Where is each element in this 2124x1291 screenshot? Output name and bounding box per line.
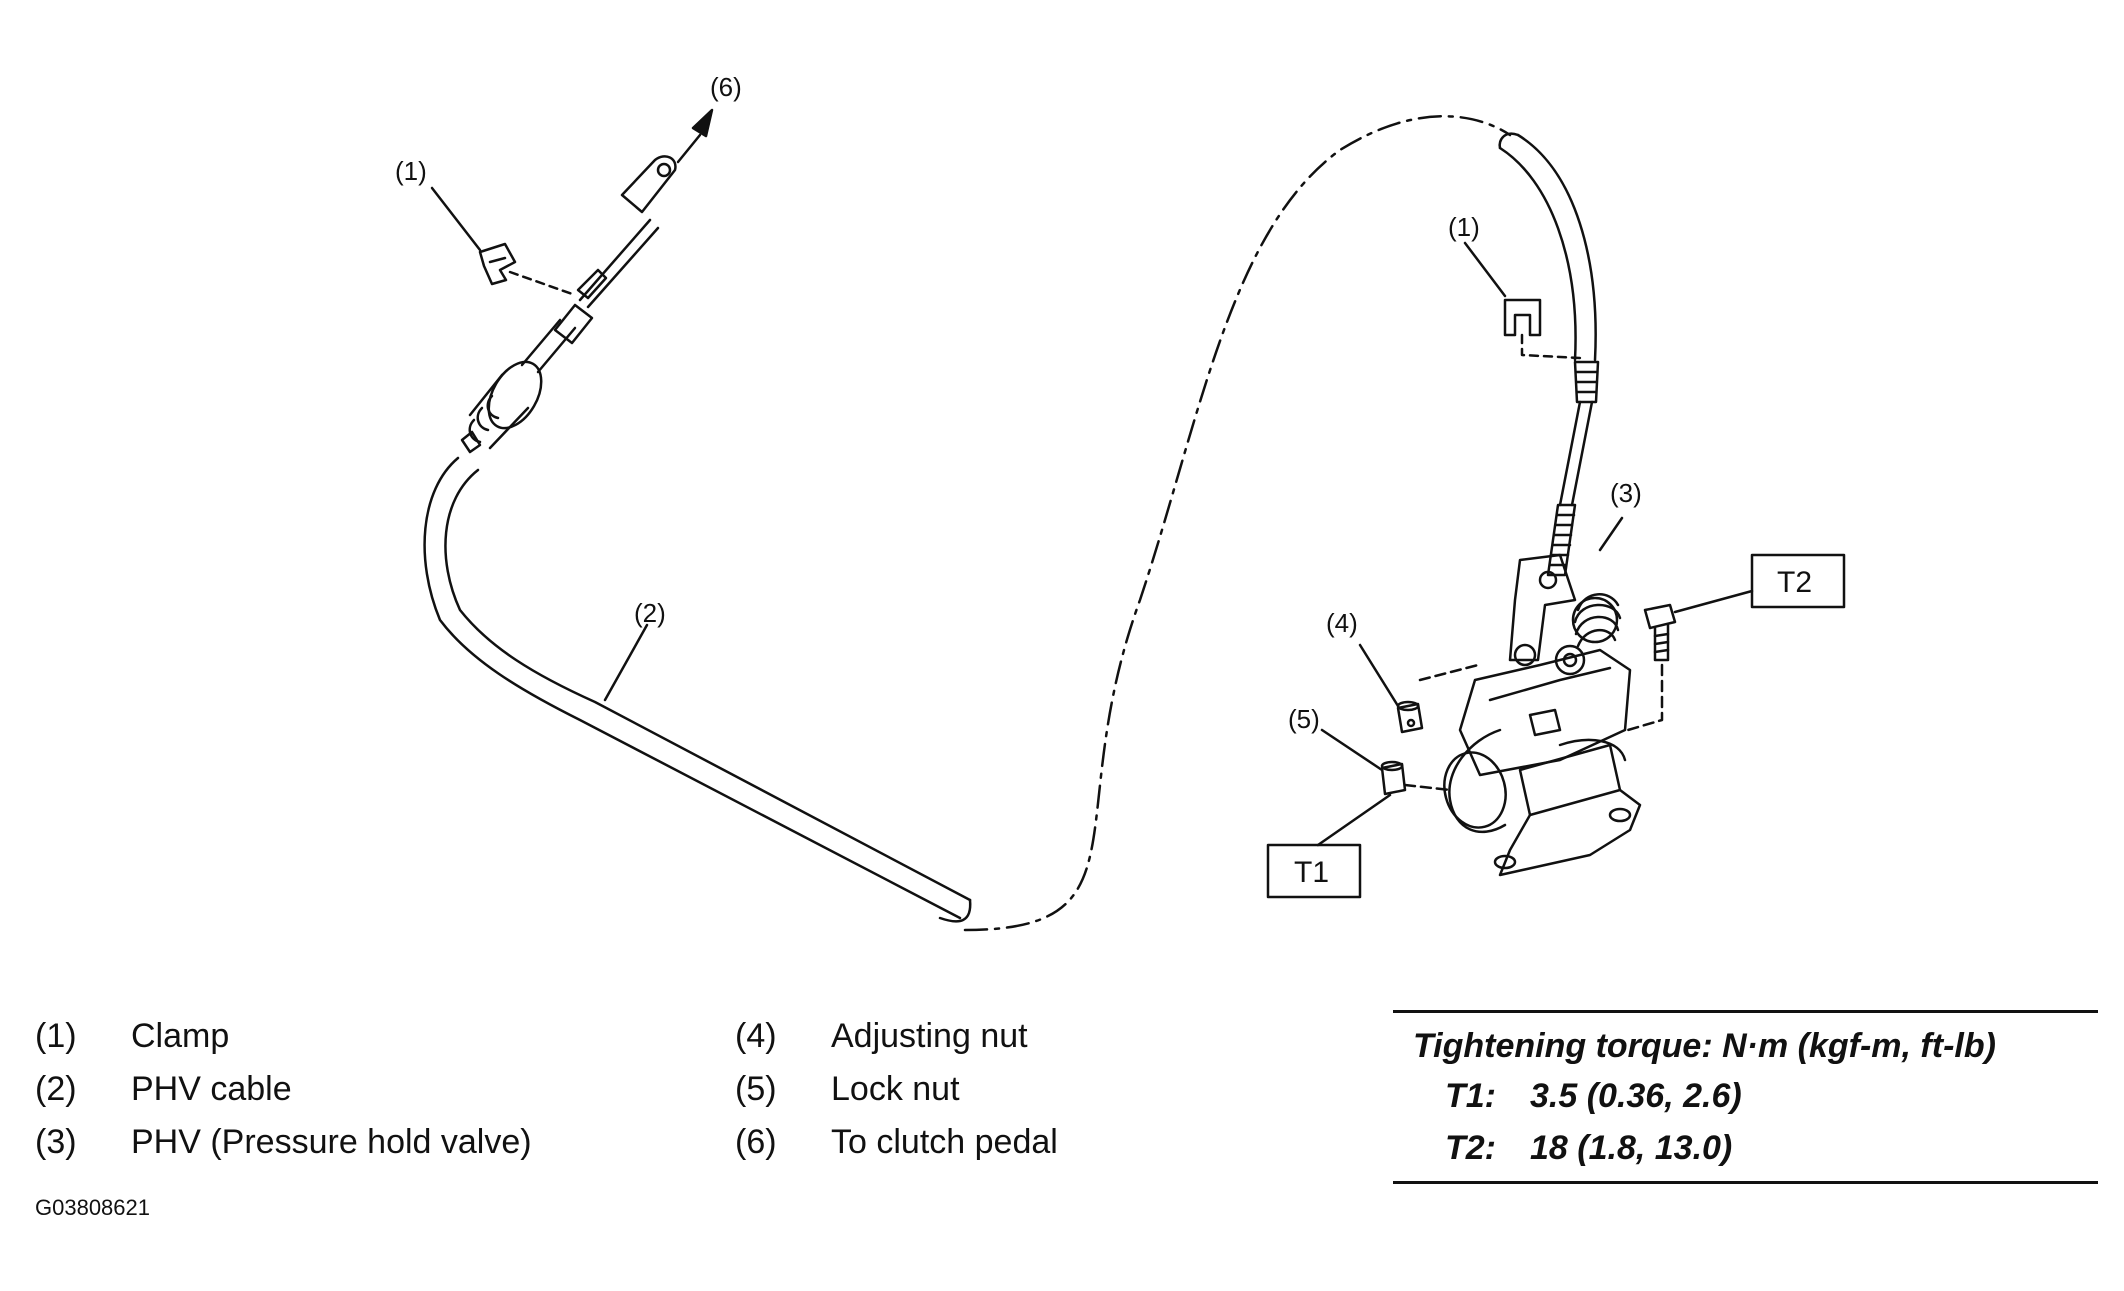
leader-t1 — [1316, 793, 1392, 847]
legend-column-right: (4)Adjusting nut (5)Lock nut (6)To clutc… — [735, 1010, 1058, 1169]
cable-diagram: (1) (6) (2) (1) (3) (4) (5) T1 T2 — [395, 72, 1846, 932]
callout-4: (4) — [1326, 608, 1358, 638]
legend-item: (2)PHV cable — [35, 1070, 292, 1108]
lock-nut — [1380, 760, 1407, 796]
leader-4 — [1358, 643, 1400, 708]
callout-1-left: (1) — [395, 156, 427, 186]
callout-1-right: (1) — [1448, 212, 1480, 242]
cable-routing-dashed — [963, 115, 1512, 932]
torque-row-t1: T1:3.5 (0.36, 2.6) — [1445, 1077, 1742, 1115]
legend-item: (4)Adjusting nut — [735, 1017, 1028, 1055]
t2-bolt — [1643, 603, 1677, 662]
cable-end-boot — [460, 218, 660, 454]
phv-cable-upper — [1498, 132, 1597, 362]
phv-cable — [423, 456, 972, 923]
clamp-left — [478, 242, 517, 286]
leader-5 — [1320, 728, 1384, 772]
t2-label: T2 — [1777, 566, 1812, 599]
legend-item: (5)Lock nut — [735, 1070, 960, 1108]
leader-2 — [603, 623, 649, 702]
callout-5: (5) — [1288, 704, 1320, 734]
leader-3 — [1598, 516, 1624, 552]
legend-column-left: (1)Clamp (2)PHV cable (3)PHV (Pressure h… — [35, 1010, 532, 1169]
dash-nuts-lower — [1403, 783, 1452, 792]
torque-row-t2: T2:18 (1.8, 13.0) — [1445, 1129, 1733, 1167]
cable-fitting-right — [1546, 360, 1600, 577]
torque-title: Tightening torque: N·m (kgf-m, ft-lb) — [1413, 1027, 1996, 1065]
adjusting-nut — [1396, 700, 1424, 734]
dash-bolt-to-body — [1626, 663, 1664, 732]
rod-end-fitting — [620, 133, 702, 214]
phv-valve-body — [1443, 553, 1642, 877]
leader-clamp-left — [430, 186, 482, 252]
t1-box — [1266, 843, 1362, 899]
legend-item: (1)Clamp — [35, 1017, 230, 1055]
leader-clamp-right — [1463, 241, 1507, 298]
clamp-right — [1503, 298, 1542, 337]
figure-id: G03808621 — [35, 1195, 150, 1220]
dash-clamp-right — [1520, 333, 1582, 360]
t2-box — [1750, 553, 1846, 609]
legend-item: (3)PHV (Pressure hold valve) — [35, 1123, 532, 1161]
arrow-to-clutch-pedal — [691, 108, 714, 138]
dash-clamp-left — [508, 270, 577, 297]
callout-2: (2) — [634, 598, 666, 628]
leader-t2 — [1673, 589, 1754, 614]
t1-label: T1 — [1294, 856, 1329, 889]
torque-table: Tightening torque: N·m (kgf-m, ft-lb) T1… — [1393, 1010, 2098, 1184]
legend-item: (6)To clutch pedal — [735, 1123, 1058, 1161]
dash-nuts — [1418, 663, 1480, 682]
callout-6: (6) — [710, 72, 742, 102]
callout-3: (3) — [1610, 478, 1642, 508]
